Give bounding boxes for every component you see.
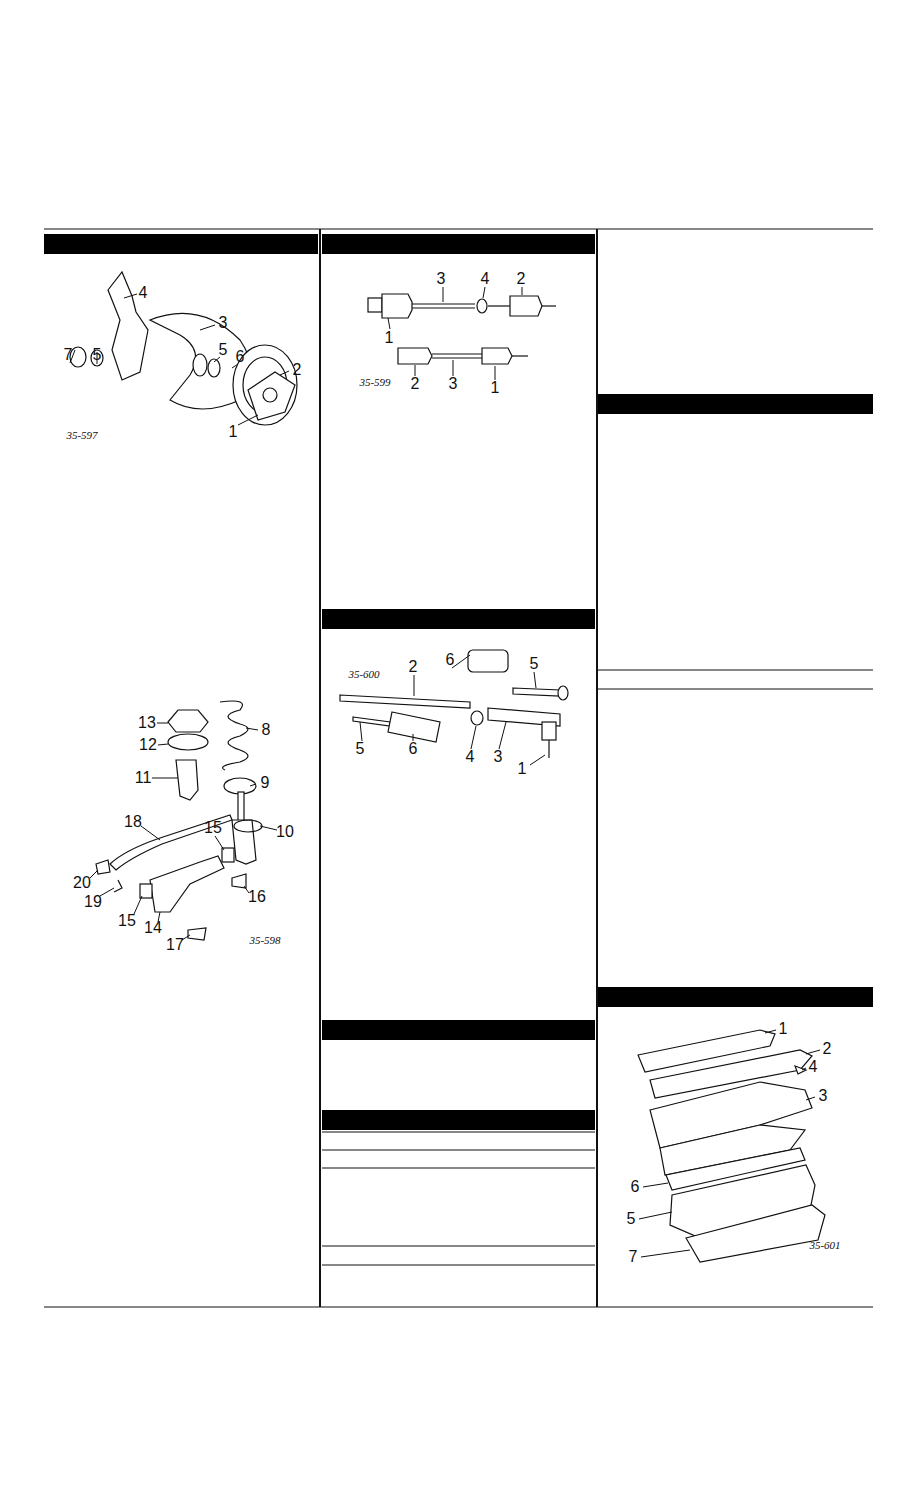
callout-number: 1 — [779, 1021, 788, 1037]
callout-number: 10 — [276, 824, 294, 840]
callout-number: 6 — [236, 349, 245, 365]
callout-number: 9 — [261, 775, 270, 791]
callout-number: 4 — [809, 1059, 818, 1075]
callout-number: 5 — [219, 342, 228, 358]
figure-code: 35-598 — [249, 935, 280, 946]
figure-code: 35-597 — [66, 430, 97, 441]
callout-number: 15 — [204, 820, 222, 836]
callout-number: 1 — [229, 424, 238, 440]
callout-number: 18 — [124, 814, 142, 830]
callout-number: 13 — [138, 715, 156, 731]
figure-code: 35-599 — [359, 377, 390, 388]
callout-number: 1 — [518, 761, 527, 777]
callout-number: 6 — [631, 1179, 640, 1195]
callout-number: 16 — [248, 889, 266, 905]
callout-number: 8 — [262, 722, 271, 738]
callout-number: 5 — [356, 741, 365, 757]
callout-number: 4 — [481, 271, 490, 287]
callout-number: 4 — [139, 285, 148, 301]
callout-number: 3 — [219, 315, 228, 331]
callout-number: 7 — [64, 347, 73, 363]
callout-number: 5 — [530, 656, 539, 672]
callout-number: 4 — [466, 749, 475, 765]
callout-number: 2 — [409, 659, 418, 675]
callout-number: 1 — [491, 380, 500, 396]
callout-number: 15 — [118, 913, 136, 929]
callout-number: 1 — [385, 330, 394, 346]
callout-number: 2 — [517, 271, 526, 287]
callout-number: 3 — [449, 376, 458, 392]
callout-number: 19 — [84, 894, 102, 910]
callout-number: 2 — [411, 376, 420, 392]
callout-number: 7 — [629, 1249, 638, 1265]
callout-number: 3 — [437, 271, 446, 287]
callout-number: 2 — [823, 1041, 832, 1057]
figure-code: 35-601 — [809, 1240, 840, 1251]
callout-number: 6 — [446, 652, 455, 668]
callout-number: 20 — [73, 875, 91, 891]
callout-number: 12 — [139, 737, 157, 753]
callout-number: 11 — [135, 770, 152, 786]
callout-number: 5 — [93, 347, 102, 363]
callout-number: 6 — [409, 741, 418, 757]
callout-number: 3 — [819, 1088, 828, 1104]
callout-number: 5 — [627, 1211, 636, 1227]
callout-number: 14 — [144, 920, 162, 936]
figure-code: 35-600 — [348, 669, 379, 680]
callout-number: 2 — [293, 362, 302, 378]
callout-number: 3 — [494, 749, 503, 765]
callout-number: 17 — [166, 937, 184, 953]
